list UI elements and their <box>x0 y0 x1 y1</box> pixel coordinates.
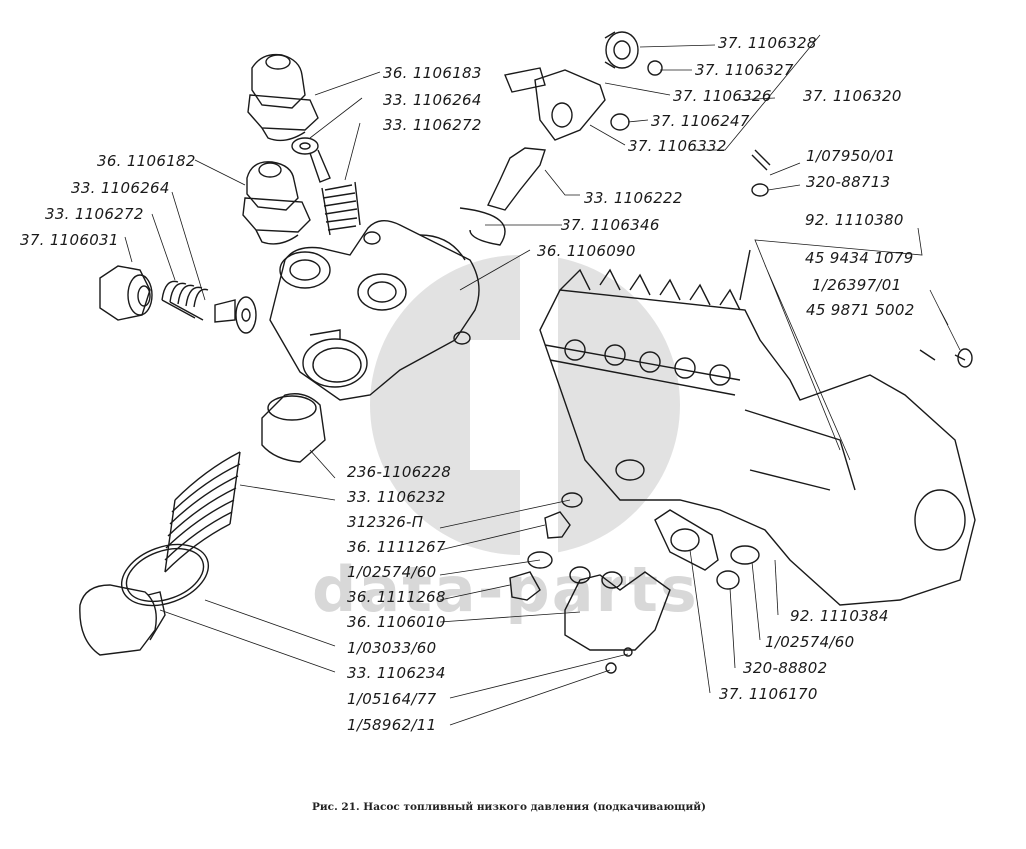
part-label: 37. 1106031 <box>20 231 119 249</box>
part-label: 320-88713 <box>806 173 891 191</box>
part-label: 36. 1106090 <box>537 242 636 260</box>
washer-upper <box>291 137 331 183</box>
part-label: 37. 1106346 <box>561 216 660 234</box>
part-label: 320-88802 <box>743 659 828 677</box>
part-label: 45 9434 1079 <box>805 249 914 267</box>
part-label: 36. 1111268 <box>347 588 446 606</box>
part-label: 33. 1106222 <box>584 189 683 207</box>
spring-left <box>161 280 209 321</box>
part-label: 36. 1111267 <box>347 538 446 556</box>
figure-caption: Рис. 21. Насос топливный низкого давлени… <box>312 801 707 813</box>
part-label: 33. 1106272 <box>45 205 144 223</box>
part-label: 92. 1110384 <box>790 607 889 625</box>
fitting-lower <box>242 161 311 245</box>
part-label: 36. 1106182 <box>97 152 196 170</box>
gasket <box>654 509 719 571</box>
part-label: 37. 1106326 <box>673 87 772 105</box>
part-label: 37. 1106170 <box>719 685 818 703</box>
part-label: 37. 1106332 <box>628 137 727 155</box>
small-fittings <box>509 492 760 674</box>
pump-low-pressure <box>564 566 671 651</box>
o-ring <box>120 543 210 607</box>
sleeve <box>261 393 326 463</box>
part-label: 1/26397/01 <box>812 276 902 294</box>
spring-upper <box>321 181 361 236</box>
part-label: 33. 1106232 <box>347 488 446 506</box>
pump-housing <box>269 220 480 401</box>
cap <box>79 584 166 656</box>
part-label: 1/58962/11 <box>347 716 437 734</box>
part-label: 92. 1110380 <box>805 211 904 229</box>
part-label: 36. 1106010 <box>347 613 446 631</box>
shaft-parts <box>459 31 973 368</box>
part-label: 37. 1106327 <box>695 61 794 79</box>
part-label: 1/03033/60 <box>347 639 437 657</box>
part-label: 236-1106228 <box>347 463 452 481</box>
injection-pump <box>539 249 976 606</box>
part-label: 33. 1106234 <box>347 664 446 682</box>
part-label: 312326-П <box>347 513 424 531</box>
fitting-upper <box>247 53 319 142</box>
part-label: 33. 1106264 <box>71 179 170 197</box>
part-label: 33. 1106272 <box>383 116 482 134</box>
part-label: 37. 1106320 <box>803 87 902 105</box>
leader-lines <box>124 34 961 726</box>
part-label: 37. 1106247 <box>651 112 750 130</box>
part-label: 1/02574/60 <box>347 563 437 581</box>
part-label: 45 9871 5002 <box>806 301 915 319</box>
part-label: 33. 1106264 <box>383 91 482 109</box>
part-label: 1/05164/77 <box>347 690 437 708</box>
part-label: 37. 1106328 <box>718 34 817 52</box>
plug <box>99 265 153 321</box>
valve-left <box>214 296 257 334</box>
spring-large <box>164 451 241 573</box>
part-label: 1/07950/01 <box>806 147 896 165</box>
part-label: 1/02574/60 <box>765 633 855 651</box>
part-label: 36. 1106183 <box>383 64 482 82</box>
